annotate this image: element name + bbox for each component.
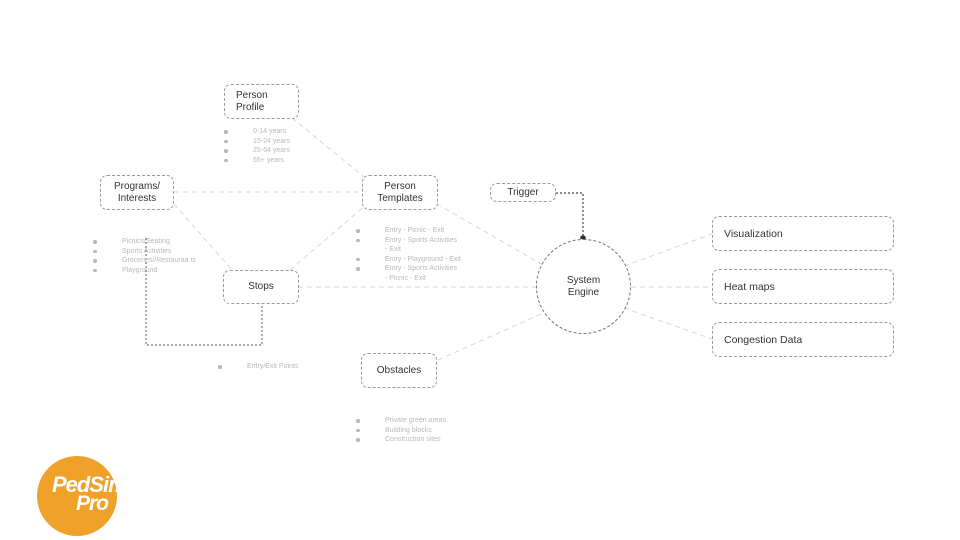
programs-interests-node[interactable]: Programs/ Interests [100,175,174,210]
connector-programs-stops-bracket [145,238,263,346]
connector-profile-templates [291,117,369,181]
list-item: Playground [92,266,206,276]
system-engine-node[interactable]: System Engine [536,239,631,334]
obstacles-label: Obstacles [376,364,422,376]
connector-templates-engine [436,203,549,269]
trigger-label: Trigger [507,186,539,198]
pedsim-pro-logo: PedSim Pro [37,456,128,536]
person-profile-node[interactable]: Person Profile [224,84,299,119]
congestion-data-label: Congestion Data [724,333,803,346]
stops-list: Entry/Exit Points [217,362,337,372]
list-item: Entry - Sports Activities - Exit [355,236,461,255]
person-profile-label: Person Profile [236,89,268,113]
system-engine-label: System Engine [566,274,601,298]
connector-obstacles-engine [437,309,551,361]
list-item: 15-24 years [223,137,353,147]
list-item: 25-64 years [223,146,353,156]
connector-engine-congestion [623,307,713,340]
visualization-node[interactable]: Visualization [712,216,894,251]
list-item: Private green areas [355,416,475,426]
list-item: Picnics/Seating [92,237,206,247]
person-templates-node[interactable]: Person Templates [362,175,438,210]
programs-interests-label: Programs/ Interests [113,180,161,204]
visualization-label: Visualization [724,227,783,240]
list-item: Sports Activities [92,247,206,257]
list-item: Groceries//Restauraa ts [92,256,206,266]
logo-text-line2: Pro [76,492,109,515]
stops-label: Stops [248,281,274,292]
stops-node[interactable]: Stops [223,270,299,304]
list-item: Building blocks [355,426,475,436]
list-item: 65+ years [223,156,353,166]
connector-engine-visualization [623,233,713,267]
heat-maps-label: Heat maps [724,280,775,293]
list-item: Entry - Playground - Exit [355,255,461,265]
person-templates-label: Person Templates [377,180,423,204]
connector-programs-stops [173,203,233,271]
logo-text-line1: PedSim [52,472,128,497]
list-item: Entry/Exit Points [217,362,337,372]
list-item: Construction sites [355,435,475,445]
list-item: Entry - Sports Activities - Picnic - Exi… [355,264,461,283]
list-item: 0-14 years [223,127,353,137]
connector-stops-templates [289,204,367,271]
trigger-node[interactable]: Trigger [490,183,556,202]
heat-maps-node[interactable]: Heat maps [712,269,894,304]
obstacles-node[interactable]: Obstacles [361,353,437,388]
list-item: Entry - Picnic - Exit [355,226,461,236]
connector-trigger-engine [556,192,584,237]
congestion-data-node[interactable]: Congestion Data [712,322,894,357]
